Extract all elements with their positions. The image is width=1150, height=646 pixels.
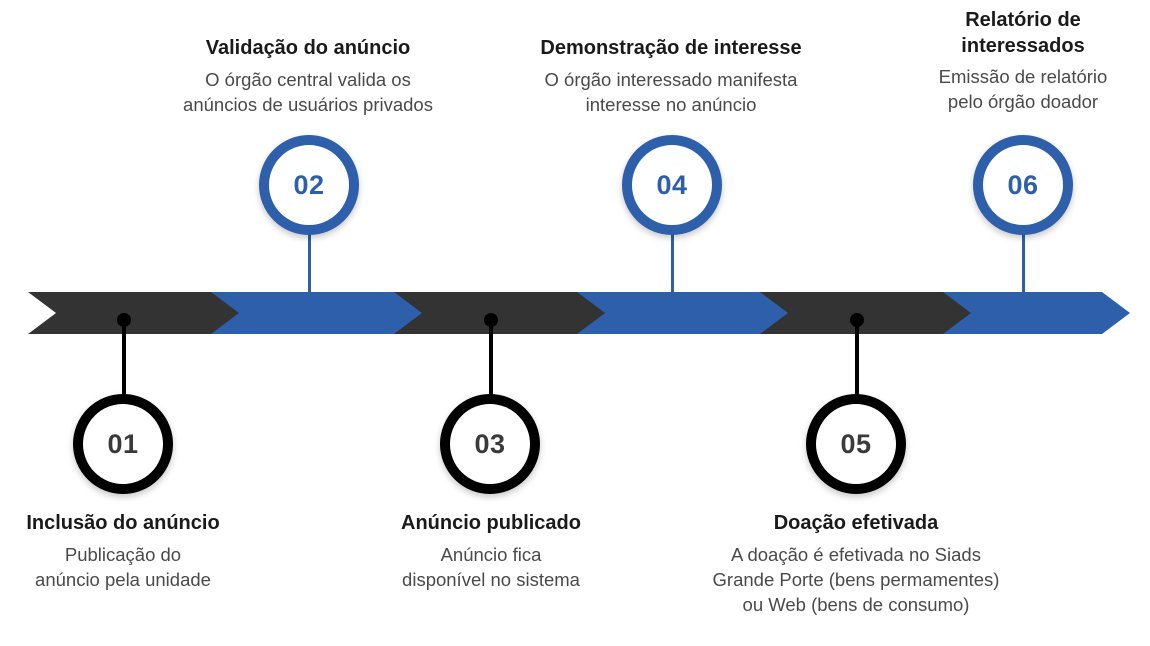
connector-dot-step-01 [117,313,131,327]
connector-dot-step-05 [850,313,864,327]
milestone-circle-06[interactable]: 06 [973,135,1073,235]
step-label-02: Validação do anúncio O órgão central val… [143,36,473,118]
chevron-segment-1 [28,292,241,334]
step-title-03: Anúncio publicado [401,512,581,534]
milestone-circle-05[interactable]: 05 [806,394,906,494]
step-label-05: Doação efetivada A doação é efetivada no… [686,511,1026,618]
step-description-02: O órgão central valida os anúncios de us… [183,68,433,115]
step-title-05: Doação efetivada [773,512,939,534]
milestone-circle-01[interactable]: 01 [73,394,173,494]
connector-step-05 [855,318,859,398]
step-description-04: O órgão interessado manifesta interesse … [544,68,798,115]
step-title-02: Validação do anúncio [205,37,411,59]
step-title-04: Demonstração de interesse [540,37,802,59]
step-label-04: Demonstração de interesse O órgão intere… [506,36,836,118]
step-description-06: Emissão de relatório pelo órgão doador [938,66,1108,113]
connector-step-01 [122,318,126,398]
step-label-01: Inclusão do anúncio Publicação do anúnci… [0,511,258,593]
connector-step-03 [489,318,493,398]
step-label-06: Relatório de interessados Emissão de rel… [888,8,1150,115]
chevron-segment-6 [943,292,1130,334]
chevron-segment-3 [394,292,607,334]
chevron-segment-2 [211,292,424,334]
step-label-03: Anúncio publicado Anúncio fica disponíve… [356,511,626,593]
step-description-05: A doação é efetivada no Siads Grande Por… [712,543,1000,615]
chevron-segment-5 [760,292,973,334]
step-title-01: Inclusão do anúncio [26,512,220,534]
chevron-segment-4 [577,292,790,334]
milestone-circle-04[interactable]: 04 [622,135,722,235]
connector-step-02 [308,230,311,322]
connector-dot-step-03 [484,313,498,327]
milestone-circle-03[interactable]: 03 [440,394,540,494]
step-description-03: Anúncio fica disponível no sistema [402,543,580,590]
connector-step-04 [671,230,674,322]
milestone-circle-02[interactable]: 02 [259,135,359,235]
connector-step-06 [1022,230,1025,322]
step-title-06: Relatório de interessados [961,9,1085,57]
step-description-01: Publicação do anúncio pela unidade [35,543,211,590]
